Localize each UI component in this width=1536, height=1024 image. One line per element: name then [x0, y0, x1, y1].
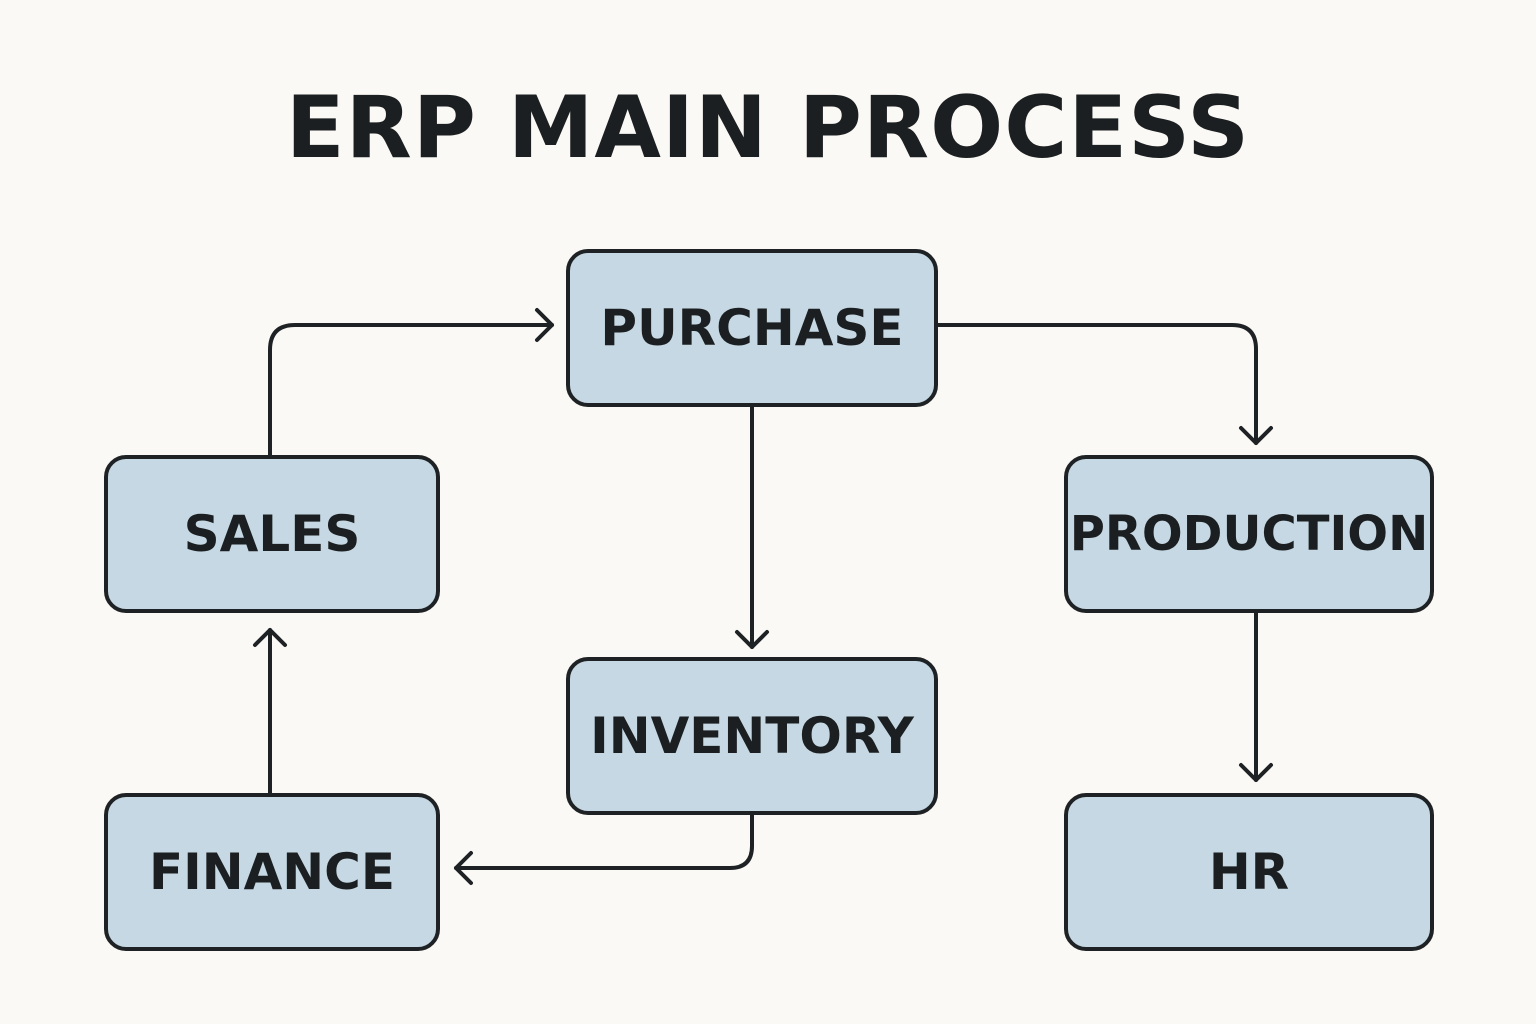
arrowhead-sales-to-purchase	[535, 308, 554, 342]
edge-sales-to-purchase	[268, 323, 554, 457]
node-sales: SALES	[104, 455, 440, 613]
node-sales-label: SALES	[183, 505, 361, 563]
node-finance-label: FINANCE	[149, 843, 395, 901]
edge-inventory-to-finance	[454, 813, 754, 870]
node-hr: HR	[1064, 793, 1434, 951]
arrowhead-purchase-to-inventory	[735, 630, 769, 649]
arrowhead-production-to-hr	[1239, 763, 1273, 782]
node-finance: FINANCE	[104, 793, 440, 951]
arrowhead-purchase-to-production	[1239, 426, 1273, 445]
edge-purchase-to-production	[936, 323, 1258, 445]
node-production-label: PRODUCTION	[1069, 506, 1429, 562]
arrowhead-inventory-to-finance	[454, 851, 473, 885]
arrowhead-finance-to-sales	[253, 628, 287, 647]
node-inventory-label: INVENTORY	[590, 707, 914, 765]
node-inventory: INVENTORY	[566, 657, 938, 815]
diagram-title: ERP MAIN PROCESS	[285, 78, 1251, 178]
node-purchase-label: PURCHASE	[600, 299, 904, 357]
node-hr-label: HR	[1208, 843, 1290, 901]
node-purchase: PURCHASE	[566, 249, 938, 407]
node-production: PRODUCTION	[1064, 455, 1434, 613]
